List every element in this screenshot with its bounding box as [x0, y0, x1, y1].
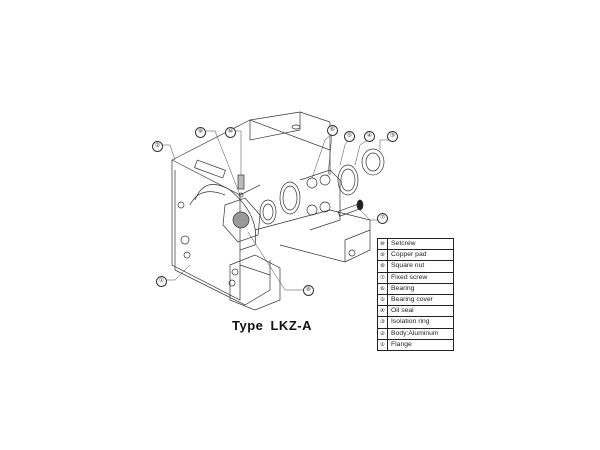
callout-9: ⑨: [195, 127, 206, 138]
legend-number: ③: [378, 317, 388, 328]
bearing-rings: [259, 148, 385, 231]
callout-1: ①: [156, 276, 167, 287]
legend-label: Flange: [391, 340, 412, 348]
legend-number: ⑨: [378, 250, 388, 261]
callout-4: ④: [364, 131, 375, 142]
legend-label: Bearing: [391, 284, 415, 292]
legend-label: Body:Aluminum: [391, 329, 439, 337]
legend-label: Isolation ring: [391, 318, 430, 326]
callout-2: ②: [152, 141, 163, 152]
leader-lines: [162, 130, 389, 291]
legend-number: ⑤: [378, 294, 388, 306]
callout-10: ⑩: [225, 127, 236, 138]
fixed-screw-part: [337, 199, 364, 217]
housing-body: [171, 111, 371, 311]
callout-6: ⑥: [327, 125, 338, 136]
legend-number: ⑥: [378, 283, 388, 294]
callout-8: ⑧: [303, 285, 314, 296]
legend-label: Fixed screw: [391, 273, 428, 281]
legend-number: ①: [378, 339, 388, 350]
diagram-title: Type LKZ-A: [232, 318, 312, 333]
legend-number: ④: [378, 306, 388, 317]
legend-label: Square nut: [391, 262, 425, 270]
legend-number: ②: [378, 328, 388, 339]
callout-3: ③: [387, 131, 398, 142]
callout-7: ⑦: [377, 213, 388, 224]
legend-number: ⑦: [378, 272, 388, 283]
square-nut-part: [222, 197, 261, 243]
legend-label: Setcrew: [391, 240, 416, 247]
legend-label: Bearing cover: [391, 295, 433, 303]
legend-number: ⑩: [378, 239, 388, 250]
callout-5: ⑤: [344, 131, 355, 142]
legend-label: Copper pad: [391, 251, 427, 259]
legend-number: ⑧: [378, 261, 388, 272]
legend-label: Oil seal: [391, 307, 414, 315]
